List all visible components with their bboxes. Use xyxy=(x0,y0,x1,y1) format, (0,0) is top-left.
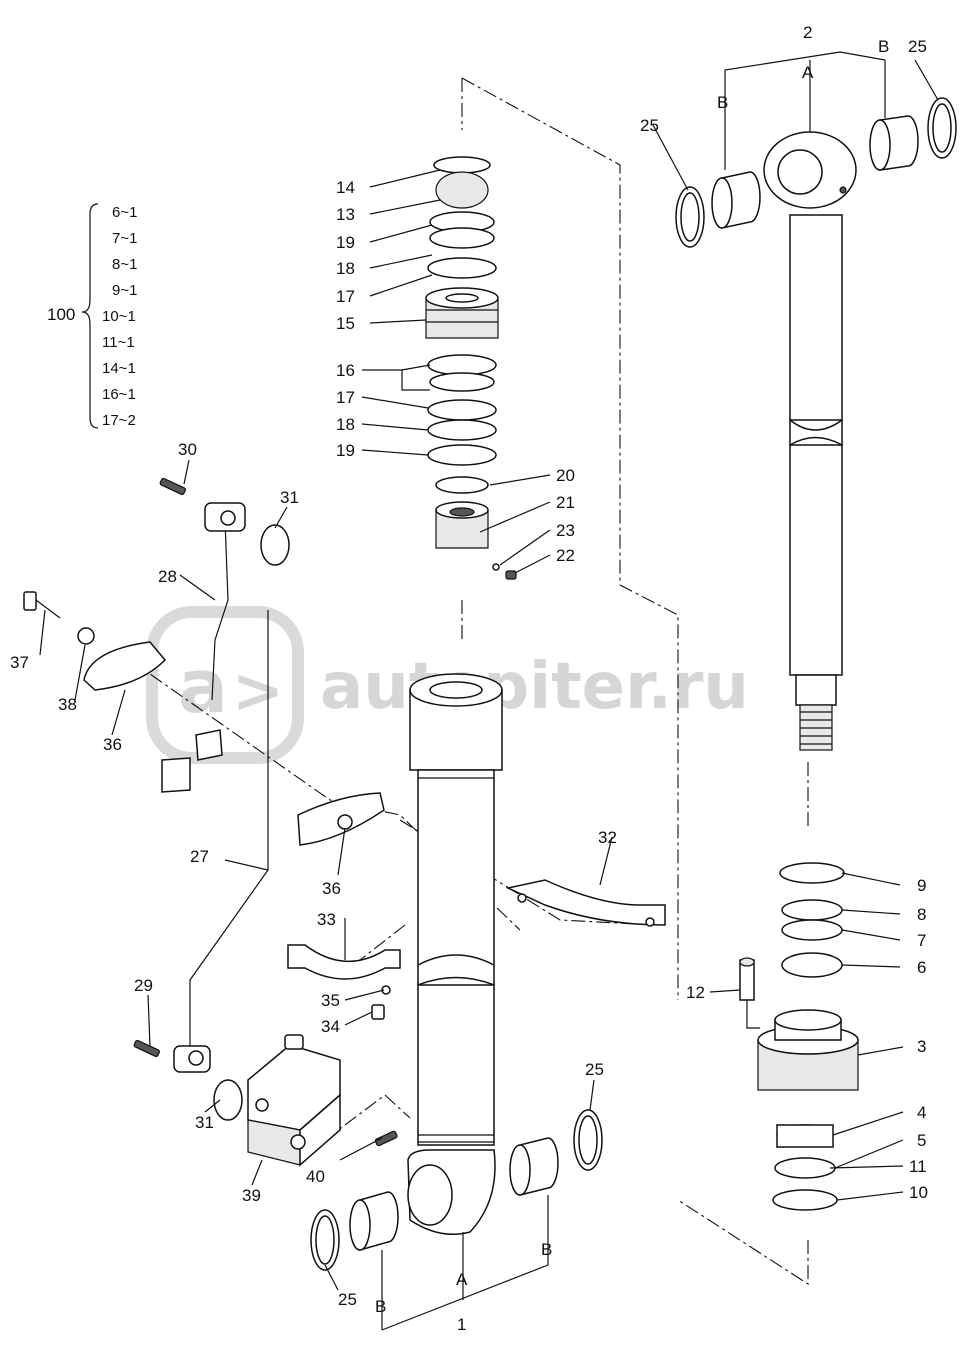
label-18: 18 xyxy=(336,259,355,278)
label-rod-b: B xyxy=(878,37,889,56)
rod-bushings xyxy=(675,97,957,248)
label-6: 6 xyxy=(917,958,926,977)
kit-item: 11~1 xyxy=(102,334,135,351)
label-36: 36 xyxy=(103,735,122,754)
label-12: 12 xyxy=(686,983,705,1002)
label-5: 5 xyxy=(917,1131,926,1150)
label-31: 31 xyxy=(195,1113,214,1132)
label-18: 18 xyxy=(336,415,355,434)
kit-item: 17~2 xyxy=(102,412,136,429)
label-34: 34 xyxy=(321,1017,340,1036)
label-tube-a: A xyxy=(456,1270,468,1289)
label-22: 22 xyxy=(556,546,575,565)
label-11: 11 xyxy=(909,1157,927,1176)
label-tube-b: B xyxy=(541,1240,552,1259)
label-38: 38 xyxy=(58,695,77,714)
cylinder-tube xyxy=(407,673,503,1235)
label-33: 33 xyxy=(317,910,336,929)
label-17: 17 xyxy=(336,388,355,407)
label-1: 1 xyxy=(457,1315,466,1334)
label-25: 25 xyxy=(640,116,659,135)
kit-item: 8~1 xyxy=(112,256,137,273)
label-14: 14 xyxy=(336,178,355,197)
clamps xyxy=(83,641,666,980)
label-16: 16 xyxy=(336,361,355,380)
label-28: 28 xyxy=(158,567,177,586)
label-37: 37 xyxy=(10,653,29,672)
part-labels: 14 13 19 18 17 15 16 17 18 19 20 21 23 2… xyxy=(10,23,928,1334)
label-10: 10 xyxy=(909,1183,928,1202)
label-23: 23 xyxy=(556,521,575,540)
kit-number: 100 xyxy=(47,305,75,324)
kit-list: 100 6~1 7~1 8~1 9~1 10~1 11~1 14~1 16~1 … xyxy=(47,204,137,429)
kit-item: 7~1 xyxy=(112,230,137,247)
rod-thread xyxy=(800,711,832,745)
label-39: 39 xyxy=(242,1186,261,1205)
watermark-text: autopiter.ru xyxy=(320,650,749,724)
label-4: 4 xyxy=(917,1103,926,1122)
svg-text:a: a xyxy=(178,644,228,730)
label-36: 36 xyxy=(322,879,341,898)
label-25: 25 xyxy=(338,1290,357,1309)
label-40: 40 xyxy=(306,1167,325,1186)
control-valve xyxy=(247,1034,341,1167)
label-25: 25 xyxy=(585,1060,604,1079)
label-19: 19 xyxy=(336,233,355,252)
hydraulic-piping xyxy=(161,502,290,1121)
label-15: 15 xyxy=(336,314,355,333)
label-17: 17 xyxy=(336,287,355,306)
label-32: 32 xyxy=(598,828,617,847)
kit-item: 9~1 xyxy=(112,282,137,299)
cylinder-head xyxy=(739,862,859,1211)
svg-text:>: > xyxy=(232,654,284,727)
leader-lines xyxy=(39,51,939,1331)
kit-item: 10~1 xyxy=(102,308,136,325)
label-30: 30 xyxy=(178,440,197,459)
label-20: 20 xyxy=(556,466,575,485)
label-3: 3 xyxy=(917,1037,926,1056)
label-rod-a: A xyxy=(802,63,814,82)
label-tube-b: B xyxy=(375,1297,386,1316)
bolts-small xyxy=(23,477,398,1147)
kit-item: 16~1 xyxy=(102,386,136,403)
piston-rod xyxy=(763,131,857,751)
label-29: 29 xyxy=(134,976,153,995)
label-2: 2 xyxy=(803,23,812,42)
kit-item: 14~1 xyxy=(102,360,136,377)
label-31: 31 xyxy=(280,488,299,507)
label-13: 13 xyxy=(336,205,355,224)
label-8: 8 xyxy=(917,905,926,924)
label-rod-b: B xyxy=(717,93,728,112)
label-7: 7 xyxy=(917,931,926,950)
label-21: 21 xyxy=(556,493,575,512)
kit-bracket xyxy=(81,203,99,429)
label-35: 35 xyxy=(321,991,340,1010)
label-9: 9 xyxy=(917,876,926,895)
label-27: 27 xyxy=(190,847,209,866)
label-25: 25 xyxy=(908,37,927,56)
piston-stack xyxy=(425,156,517,580)
label-19: 19 xyxy=(336,441,355,460)
kit-item: 6~1 xyxy=(112,204,137,221)
tube-bushings xyxy=(310,1109,603,1271)
watermark-logo: a > autopiter.ru xyxy=(146,606,749,764)
